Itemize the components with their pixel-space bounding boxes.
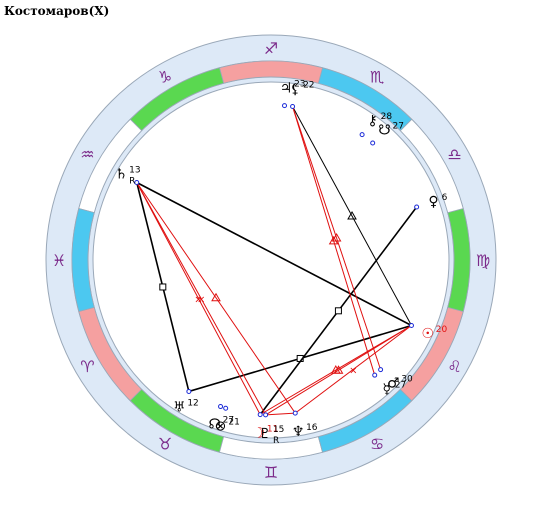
sign-segment-pisces <box>71 208 95 312</box>
pluto-point <box>263 412 269 418</box>
neptune-point <box>292 410 298 416</box>
south-node-degree: 27 <box>392 121 403 131</box>
aquarius-icon: ♒ <box>80 145 94 164</box>
trine-marker <box>347 210 357 220</box>
aspect-moon-saturn <box>136 182 261 415</box>
mercury-degree: 27 <box>395 381 406 391</box>
trine-marker <box>328 235 339 245</box>
semisquare-marker: × <box>194 295 202 306</box>
venus-point <box>414 204 420 210</box>
lilith-point <box>290 104 296 110</box>
jupiter-icon: ♃ <box>280 81 293 97</box>
uranus-point <box>186 388 192 394</box>
gemini-icon: ♊ <box>264 463 278 482</box>
mars-icon: ♂ <box>387 375 400 391</box>
lilith-degree: 22 <box>303 81 314 91</box>
moon-degree: 11 <box>267 425 278 435</box>
trine-marker <box>330 365 341 374</box>
sun-degree: 20 <box>436 325 448 335</box>
jupiter-point <box>282 103 288 109</box>
aspect-sun-neptune <box>294 325 412 414</box>
mars-degree: 30 <box>401 374 413 384</box>
sun-icon: ☉ <box>422 326 435 342</box>
mercury-point <box>372 372 378 378</box>
capricorn-icon: ♑ <box>158 67 172 86</box>
zodiac-sign-ring: ♈ ♉ ♊ ♋ ♌ ♍ ♎ ♏ ♐ ♑ ♒ ♓ <box>52 39 490 482</box>
scorpio-icon: ♏ <box>370 67 384 86</box>
libra-icon: ♎ <box>447 145 461 164</box>
pluto-retrograde: R <box>273 436 279 446</box>
saturn-retrograde: R <box>129 177 135 187</box>
planet-markers: ☉20☽11☿27♀6♂30♃23♄13R♅12♆16♇15R☊27☋27⊗21… <box>115 80 448 446</box>
lilith-icon: ⚸ <box>290 82 300 98</box>
aspect-pluto-saturn <box>136 182 267 416</box>
sun-point <box>408 323 414 329</box>
uranus-icon: ♅ <box>173 400 186 416</box>
zodiac-rings <box>45 34 497 486</box>
mercury-icon: ☿ <box>382 382 391 398</box>
north-node-icon: ☊ <box>208 417 220 433</box>
chiron-point <box>359 132 365 138</box>
cancer-icon: ♋ <box>370 435 384 454</box>
neptune-degree: 16 <box>306 423 318 433</box>
chiron-icon: ⚷ <box>368 113 378 129</box>
aspect-mercury-lilith <box>292 106 376 376</box>
saturn-icon: ♄ <box>115 167 128 183</box>
pisces-icon: ♓ <box>52 251 66 270</box>
aspect-neptune-saturn <box>136 182 296 414</box>
north-node-point <box>218 404 224 410</box>
moon-point <box>257 412 263 418</box>
part-of-fortune-point <box>223 405 229 411</box>
square-marker <box>334 307 342 315</box>
mars-point <box>378 367 384 373</box>
virgo-icon: ♍ <box>476 251 490 270</box>
chart-title: Костомаров(X) <box>4 4 110 18</box>
aspect-lines: ××× <box>135 106 418 416</box>
jupiter-degree: 23 <box>294 80 305 90</box>
venus-icon: ♀ <box>428 194 438 210</box>
semisquare-marker: × <box>349 365 357 376</box>
aries-icon: ♈ <box>80 357 94 376</box>
taurus-icon: ♉ <box>158 435 172 454</box>
aspect-sun-lilith <box>292 106 412 326</box>
venus-degree: 6 <box>442 193 448 203</box>
south-node-point <box>370 140 376 146</box>
aspect-mars-lilith <box>292 106 382 370</box>
saturn-degree: 13 <box>129 166 140 176</box>
pluto-degree: 15 <box>273 425 284 435</box>
semisquare-marker: × <box>197 295 205 306</box>
uranus-degree: 12 <box>187 399 198 409</box>
aspect-sun-saturn <box>136 181 412 327</box>
trine-marker <box>211 292 221 302</box>
pluto-icon: ♇ <box>259 426 272 442</box>
north-node-degree: 27 <box>223 416 234 426</box>
sagittarius-icon: ♐ <box>264 39 278 58</box>
saturn-point <box>134 180 140 185</box>
moon-icon: ☽ <box>253 426 266 442</box>
leo-icon: ♌ <box>447 357 461 376</box>
aspect-neptune-pluto <box>265 412 296 416</box>
south-node-icon: ☋ <box>378 122 390 138</box>
part-of-fortune-degree: 21 <box>228 417 239 427</box>
chiron-degree: 28 <box>381 112 393 122</box>
part-of-fortune-icon: ⊗ <box>215 418 227 434</box>
neptune-icon: ♆ <box>292 424 305 440</box>
aspect-sun-moon <box>259 325 412 416</box>
square-marker <box>159 283 167 291</box>
inner-circle <box>92 81 450 439</box>
